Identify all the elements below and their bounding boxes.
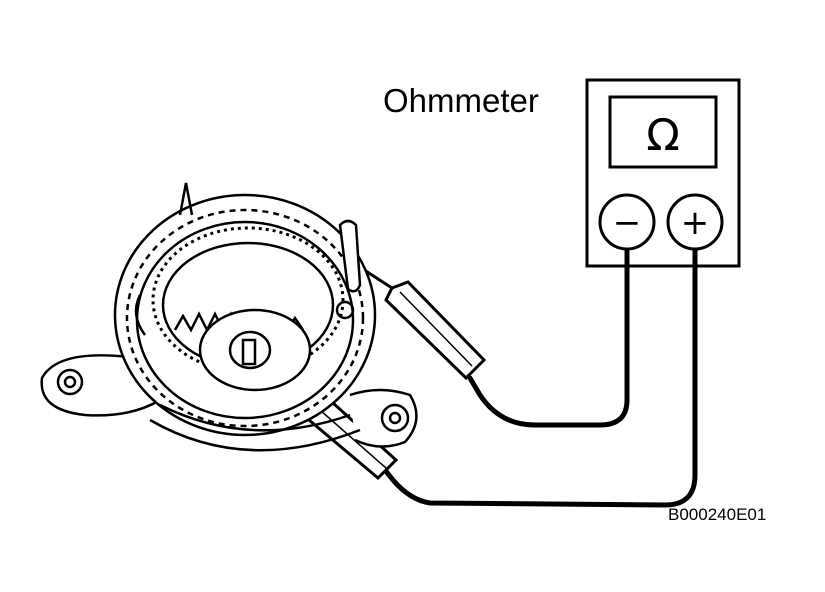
stator-coil (151, 226, 345, 374)
center-terminal (241, 338, 257, 366)
brush-terminal (338, 219, 362, 293)
minus-icon: − (613, 203, 642, 243)
ohmmeter: Ω − + (585, 78, 741, 268)
alternator (40, 182, 418, 452)
negative-lead-wire (467, 247, 630, 428)
ohmmeter-label: Ohmmeter (383, 82, 539, 119)
plus-icon: + (681, 203, 710, 243)
negative-terminal: − (598, 193, 656, 251)
figure-code: B000240E01 (668, 505, 766, 524)
positive-lead-wire (382, 247, 698, 508)
positive-terminal: + (666, 193, 724, 251)
ohm-symbol: Ω (646, 110, 680, 161)
ohmmeter-display (608, 95, 718, 169)
